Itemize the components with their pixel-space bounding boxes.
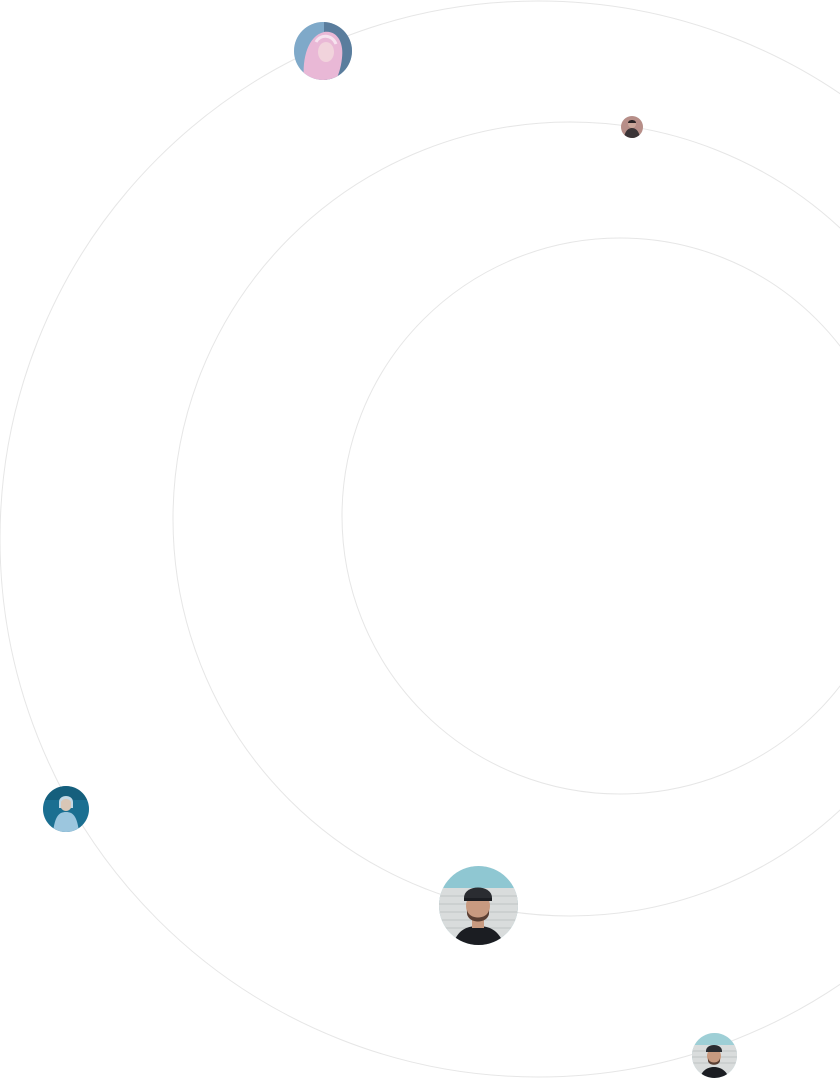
avatar-image xyxy=(43,786,89,832)
avatar-pink-hoodie[interactable] xyxy=(294,22,352,80)
avatar-blue-jacket[interactable] xyxy=(43,786,89,832)
avatar-image xyxy=(439,866,518,945)
orbit-middle xyxy=(172,121,840,917)
avatar-man-cap-large[interactable] xyxy=(439,866,518,945)
avatar-image xyxy=(692,1033,737,1078)
avatar-small-dark[interactable] xyxy=(621,116,643,138)
avatar-image xyxy=(294,22,352,80)
orbit-inner xyxy=(341,237,840,795)
avatar-man-cap-small[interactable] xyxy=(692,1033,737,1078)
avatar-image xyxy=(621,116,643,138)
